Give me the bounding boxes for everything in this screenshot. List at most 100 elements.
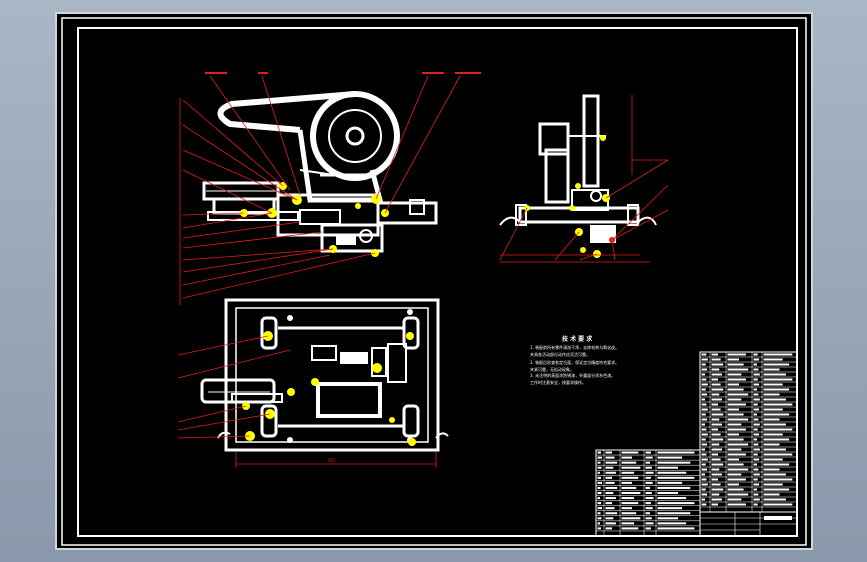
bom-right-cell-text	[763, 393, 780, 396]
bom-left-cell-text	[605, 466, 614, 469]
bom-right-cell-text	[727, 488, 744, 491]
bom-right-cell-text	[753, 403, 758, 406]
bom-right-cell-text	[727, 463, 744, 466]
bom-right-cell-text	[701, 453, 707, 456]
bom-right-cell-text	[727, 498, 742, 501]
bom-right-cell-text	[753, 378, 758, 381]
bom-right-cell-text	[753, 423, 760, 426]
bom-left-cell-text	[605, 517, 614, 520]
bom-left-cell-text	[657, 471, 687, 474]
bom-right-cell-text	[711, 448, 722, 451]
bom-left-cell-text	[621, 512, 637, 515]
bom-right-cell-text	[701, 473, 705, 476]
bom-right-cell-text	[701, 433, 708, 436]
bom-right-cell-text	[763, 438, 790, 441]
top-view: 515	[177, 298, 449, 468]
bom-left-cell-text	[657, 466, 678, 469]
bom-right-cell-text	[763, 488, 790, 491]
bom-left-cell-text	[645, 451, 651, 454]
bom-right-cell-text	[763, 358, 783, 361]
bom-right-cell-text	[711, 358, 721, 361]
bom-right-cell-text	[711, 408, 721, 411]
bom-left-cell-text	[657, 491, 678, 495]
bom-right-cell-text	[763, 368, 780, 371]
bom-right-cell-text	[753, 408, 760, 411]
bom-right-cell-text	[701, 403, 707, 406]
bom-left-cell-text	[597, 486, 601, 489]
bom-right-cell-text	[727, 428, 746, 431]
bom-right-cell-text	[711, 403, 718, 406]
bom-right-cell-text	[727, 403, 746, 406]
bom-right-cell-text	[763, 498, 786, 501]
bom-right-cell-text	[727, 378, 746, 381]
bom-right-cell-text	[753, 503, 758, 506]
bom-left-cell-text	[605, 497, 616, 500]
bom-left-cell-text	[645, 461, 650, 464]
bom-right-cell-text	[763, 353, 793, 356]
bom-right-cell-text	[753, 358, 760, 361]
bom-left-cell-text	[645, 502, 651, 505]
bom-right-cell-text	[701, 418, 708, 421]
bom-right-cell-text	[763, 378, 793, 381]
bom-right-cell-text	[727, 438, 744, 441]
bom-right-cell-text	[753, 483, 760, 486]
bom-right-cell-text	[763, 383, 783, 386]
bom-left-cell-text	[657, 481, 683, 484]
tech-req-line-4: 夹紧可靠，无松动现象。	[530, 366, 574, 372]
bom-right-cell-text	[763, 433, 783, 436]
bom-right-cell-text	[727, 423, 742, 426]
bom-right-cell-text	[701, 388, 706, 391]
bom-right-cell-text	[753, 363, 757, 366]
bom-right-cell-text	[753, 463, 757, 466]
bom-left-cell-text	[657, 527, 695, 530]
side-view	[499, 94, 669, 263]
bom-right-cell-text	[727, 433, 739, 436]
bom-right-cell-text	[753, 498, 760, 501]
bom-right-cell-text	[701, 368, 708, 371]
bom-right-cell-text	[711, 383, 721, 386]
bom-left-cell-text	[621, 486, 637, 489]
bom-right-cell-text	[753, 448, 760, 451]
bom-right-cell-text	[701, 383, 708, 386]
bom-right-cell-text	[753, 488, 757, 491]
bom-right-cell-text	[727, 398, 742, 401]
bom-left-cell-text	[597, 481, 602, 484]
bom-right-cell-text	[727, 418, 749, 421]
sheet-background	[55, 12, 813, 550]
bom-right-cell-text	[763, 453, 793, 456]
bom-right-cell-text	[701, 378, 707, 381]
bom-right-cell-text	[701, 493, 708, 496]
bom-right-cell-text	[753, 478, 758, 481]
bom-right-cell-text	[763, 443, 780, 446]
tech-req-line-2: 夹具各活动部位动作应灵活可靠。	[530, 351, 590, 357]
bom-right-cell-text	[711, 418, 720, 421]
bom-right-cell-text	[763, 473, 786, 476]
bom-right-cell-text	[753, 493, 759, 496]
bom-left-cell-text	[645, 456, 653, 459]
tech-req-line-5: 3. 未注明的表面涂防锈漆，外露部分涂灰色漆。	[530, 372, 615, 378]
bom-right-cell-text	[763, 503, 793, 506]
bom-right-cell-text	[763, 408, 783, 411]
bom-left-cell-text	[597, 451, 601, 454]
bom-left-cell-text	[597, 522, 600, 525]
bom-left-cell-text	[657, 451, 695, 454]
bom-right-cell-text	[753, 393, 759, 396]
bom-left-cell-text	[605, 502, 612, 505]
bom-right-cell-text	[727, 358, 739, 361]
bom-right-cell-text	[711, 473, 722, 476]
title-block	[699, 511, 798, 537]
bom-right-cell-text	[711, 393, 720, 396]
bom-left-cell-text	[605, 507, 615, 510]
bom-right-cell-text	[711, 493, 720, 496]
bom-left-cell-text	[645, 527, 651, 530]
bom-right-cell-text	[763, 373, 786, 376]
bom-right-cell-text	[701, 353, 707, 356]
bom-right-cell-text	[753, 418, 759, 421]
bom-right-cell-text	[753, 398, 760, 401]
bom-right-cell-text	[727, 468, 749, 471]
bom-right-cell-text	[701, 373, 705, 376]
bom-right-cell-text	[753, 388, 757, 391]
bom-right-cell-text	[711, 388, 724, 391]
bom-right-cell-text	[727, 353, 746, 356]
